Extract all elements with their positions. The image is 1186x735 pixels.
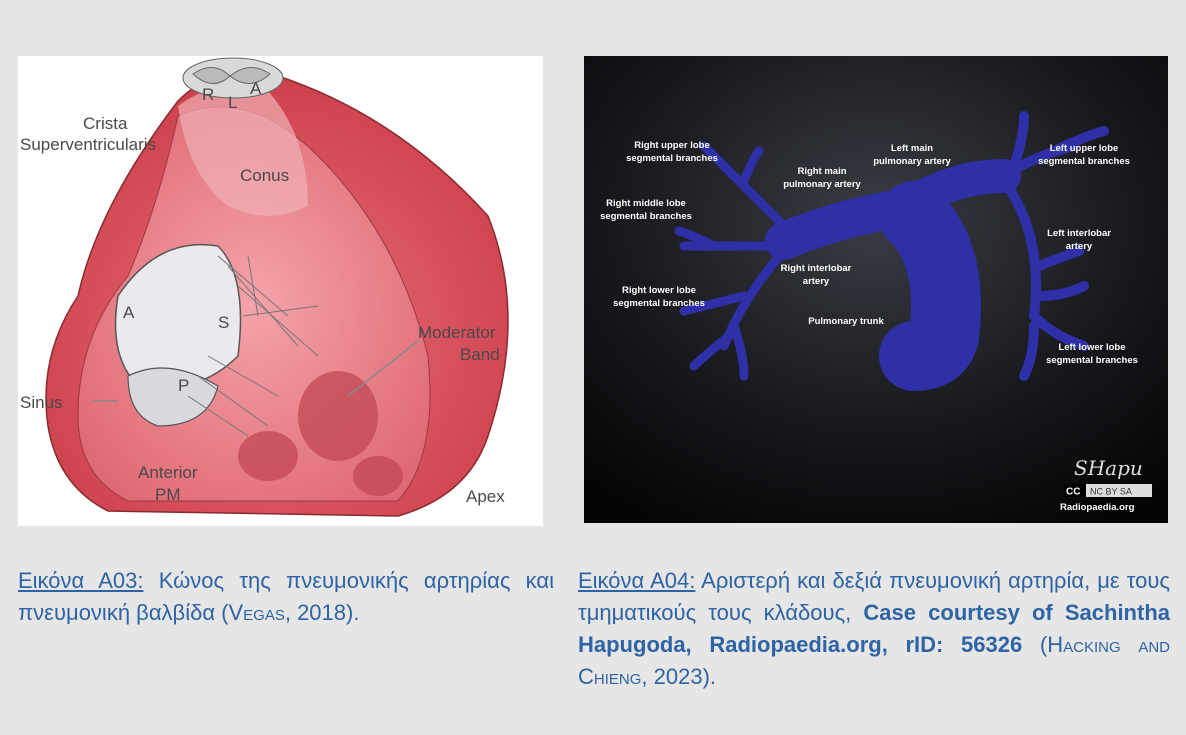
signature: SHapu (1074, 456, 1143, 480)
label-rul-1: Right upper lobe (634, 140, 709, 151)
label-lll-1: Left lower lobe (1058, 342, 1125, 353)
label-apex: Apex (466, 487, 505, 506)
label-moderator: Moderator (418, 323, 496, 342)
label-rinter-1: Right interlobar (781, 263, 852, 274)
label-rmain-2: pulmonary artery (783, 179, 861, 190)
label-pm: PM (155, 485, 181, 504)
caption-left-cite: Vegas (228, 600, 284, 625)
caption-right-number: Εικόνα Α04: (578, 568, 695, 593)
caption-left: Εικόνα Α03: Κώνος της πνευμονικής αρτηρί… (18, 565, 554, 629)
label-linter-1: Left interlobar (1047, 228, 1111, 239)
caption-right-pre-cite: ( (1022, 632, 1047, 657)
label-sinus: Sinus (20, 393, 63, 412)
caption-right: Εικόνα Α04: Αριστερή και δεξιά πνευμονικ… (578, 565, 1170, 693)
site-label: Radiopaedia.org (1060, 502, 1135, 513)
label-trunk: Pulmonary trunk (808, 316, 884, 327)
cc-label: CC (1066, 487, 1080, 498)
label-s: S (218, 313, 229, 332)
label-band: Band (460, 345, 500, 364)
label-rll-2: segmental branches (613, 298, 705, 309)
caption-right-end: , 2023). (641, 664, 716, 689)
label-rul-2: segmental branches (626, 153, 718, 164)
label-superventricularis: Superventricularis (20, 135, 156, 154)
label-conus: Conus (240, 166, 289, 185)
pulmonary-artery-illustration: Right upper lobe segmental branches Righ… (584, 56, 1168, 523)
caption-left-number: Εικόνα Α03: (18, 568, 144, 593)
label-lll-2: segmental branches (1046, 355, 1138, 366)
label-rml-1: Right middle lobe (606, 198, 686, 209)
heart-illustration: R A L Crista Superventricularis Conus A … (18, 56, 543, 526)
license-text: NC BY SA (1090, 487, 1132, 497)
caption-left-end: , 2018). (285, 600, 360, 625)
label-anterior: Anterior (138, 463, 198, 482)
label-rml-2: segmental branches (600, 211, 692, 222)
label-lmain-1: Left main (891, 143, 933, 154)
label-rmain-1: Right main (797, 166, 846, 177)
label-l: L (228, 93, 237, 112)
label-r: R (202, 85, 214, 104)
label-lmain-2: pulmonary artery (873, 156, 951, 167)
label-a: A (123, 303, 135, 322)
label-rinter-2: artery (803, 276, 830, 287)
label-linter-2: artery (1066, 241, 1093, 252)
label-lul-2: segmental branches (1038, 156, 1130, 167)
label-p: P (178, 376, 189, 395)
label-lul-1: Left upper lobe (1050, 143, 1119, 154)
label-a-top: A (250, 79, 262, 98)
label-crista: Crista (83, 114, 128, 133)
label-rll-1: Right lower lobe (622, 285, 696, 296)
